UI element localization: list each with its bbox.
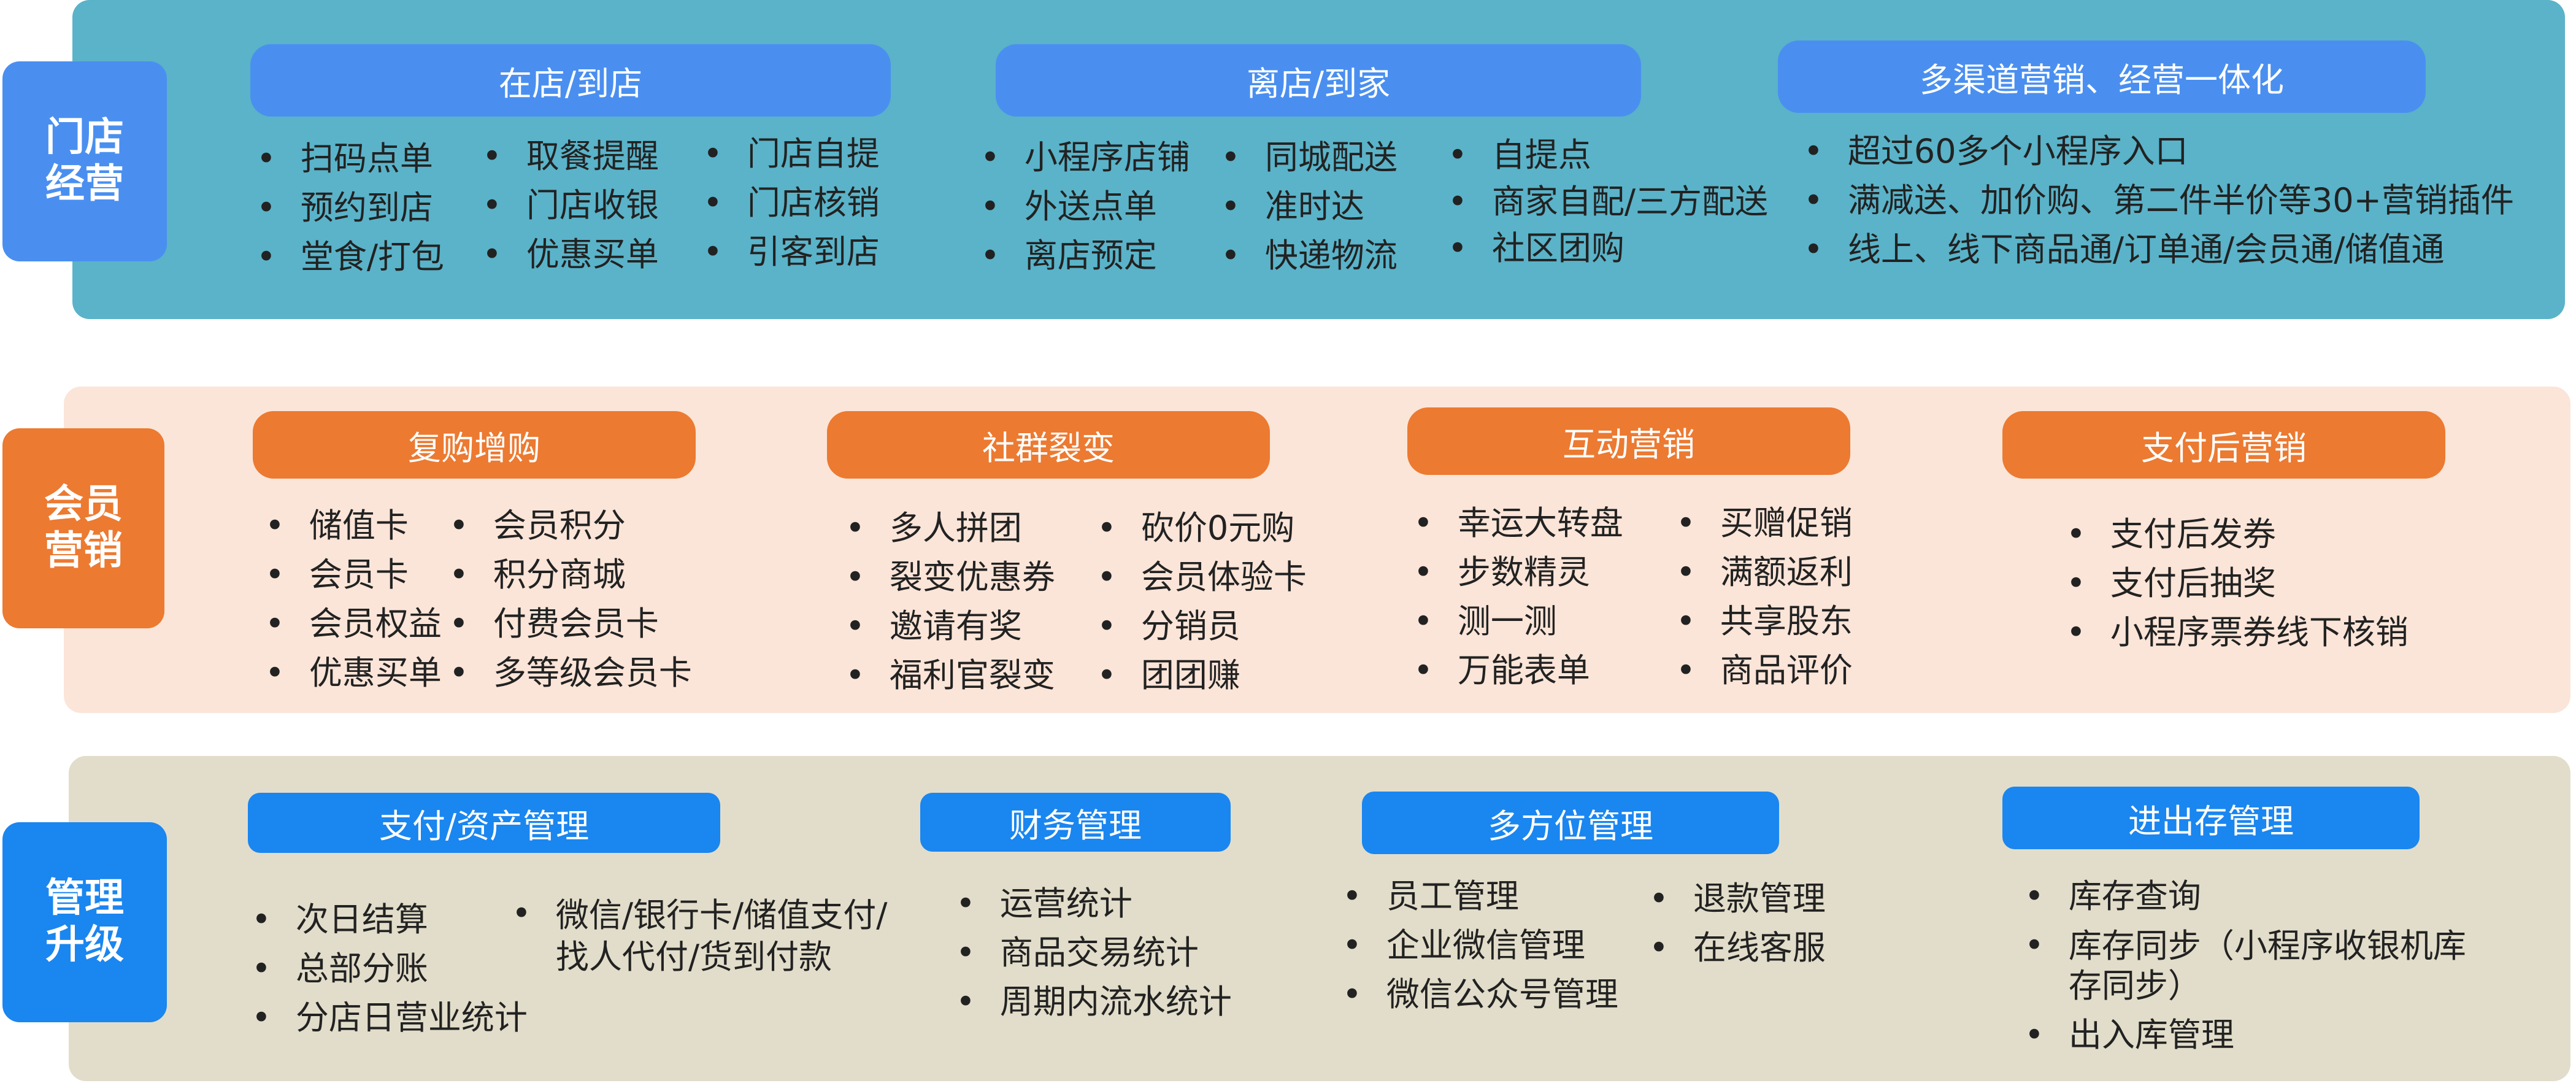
list-item: •微信公众号管理: [1342, 975, 1618, 1014]
list-item: •运营统计: [956, 884, 1132, 923]
list-item: •预约到店: [256, 188, 433, 227]
list-item: •企业微信管理: [1342, 926, 1585, 965]
list-item: •步数精灵: [1413, 553, 1590, 592]
list-item: •幸运大转盘: [1413, 504, 1623, 542]
list-item: •商品交易统计: [956, 933, 1199, 972]
list-item: •多人拼团: [845, 509, 1022, 547]
list-item: •准时达: [1221, 187, 1364, 226]
row-label-line2: 经营: [45, 161, 124, 207]
section-title-in-store: 在店/到店: [250, 44, 891, 117]
section-title-multichannel: 多渠道营销、经营一体化: [1778, 40, 2426, 113]
row-label-line1: 管理: [45, 876, 124, 922]
list-item: •引客到店: [703, 233, 880, 271]
list-item: •员工管理: [1342, 877, 1519, 915]
list-item: •退款管理: [1649, 879, 1826, 918]
row-label-line1: 会员: [44, 482, 123, 528]
list-item: •万能表单: [1413, 651, 1590, 690]
list-item: •付费会员卡: [449, 604, 659, 643]
list-item: •共享股东: [1676, 602, 1853, 641]
list-item: •次日结算: [252, 900, 428, 939]
list-item: •超过60多个小程序入口: [1804, 132, 2188, 171]
list-item: •团团赚: [1097, 656, 1240, 695]
list-item: •买赠促销: [1676, 504, 1853, 542]
section-title-off-store: 离店/到家: [996, 44, 1641, 117]
list-item: •总部分账: [252, 949, 428, 988]
list-item: •门店核销: [703, 183, 880, 222]
list-item: •小程序票券线下核销: [2066, 613, 2409, 652]
list-item: •自提点: [1448, 136, 1591, 174]
list-item: •满减送、加价购、第二件半价等30+营销插件: [1804, 181, 2514, 220]
list-item: •会员卡: [265, 555, 409, 594]
section-title-post-payment: 支付后营销: [2002, 411, 2445, 479]
list-item: •裂变优惠券: [845, 558, 1055, 596]
list-item: •优惠买单: [265, 653, 442, 692]
section-title-multi-management: 多方位管理: [1362, 792, 1779, 854]
list-item: • 库存同步（小程序收银机库存同步）: [2024, 926, 2466, 1005]
list-item: •离店预定: [980, 236, 1157, 275]
list-item: •快递物流: [1221, 236, 1398, 275]
list-item: •堂食/打包: [256, 237, 445, 276]
row-label-line1: 门店: [45, 115, 124, 161]
list-item: •商品评价: [1676, 651, 1853, 690]
section-title-interactive-marketing: 互动营销: [1407, 407, 1850, 475]
list-item: •会员体验卡: [1097, 558, 1307, 596]
list-item: •周期内流水统计: [956, 982, 1232, 1021]
section-title-inventory: 进出存管理: [2002, 787, 2420, 849]
section-title-finance: 财务管理: [920, 793, 1231, 852]
section-title-repurchase: 复购增购: [253, 411, 696, 479]
list-item: •小程序店铺: [980, 138, 1190, 177]
list-item: • 微信/银行卡/储值支付/找人代付/货到付款: [512, 894, 888, 976]
list-item: •分销员: [1097, 607, 1240, 646]
row-label-store-operations: 门店 经营: [2, 61, 167, 261]
list-item: •满额返利: [1676, 553, 1853, 592]
list-item: •积分商城: [449, 555, 626, 594]
list-item: •优惠买单: [482, 235, 659, 274]
list-item: •社区团购: [1448, 229, 1624, 268]
list-item: •测一测: [1413, 602, 1557, 641]
list-item: •同城配送: [1221, 138, 1398, 177]
list-item: •会员权益: [265, 604, 442, 643]
row-label-member-marketing: 会员 营销: [2, 428, 164, 628]
list-item: •邀请有奖: [845, 607, 1022, 646]
section-title-social-fission: 社群裂变: [827, 411, 1270, 479]
list-item: •储值卡: [265, 506, 409, 545]
list-item: •线上、线下商品通/订单通/会员通/储值通: [1804, 230, 2445, 269]
list-item: •取餐提醒: [482, 137, 659, 175]
list-item: •福利官裂变: [845, 656, 1055, 695]
list-item: •库存查询: [2024, 877, 2201, 915]
list-item: •扫码点单: [256, 139, 433, 178]
list-item: •出入库管理: [2024, 1016, 2234, 1054]
list-item: •商家自配/三方配送: [1448, 182, 1769, 221]
list-item: •会员积分: [449, 506, 626, 545]
section-title-payment-assets: 支付/资产管理: [248, 793, 720, 853]
list-item: •门店收银: [482, 186, 659, 225]
list-item: •支付后抽奖: [2066, 564, 2276, 603]
row-label-line2: 升级: [45, 922, 124, 968]
list-item: •在线客服: [1649, 928, 1826, 967]
row-label-line2: 营销: [44, 528, 123, 574]
list-item: •多等级会员卡: [449, 653, 692, 692]
list-item: •门店自提: [703, 134, 880, 173]
list-item: •外送点单: [980, 187, 1157, 226]
list-item: •砍价0元购: [1097, 509, 1295, 547]
list-item: •分店日营业统计: [252, 998, 528, 1037]
row-label-management: 管理 升级: [2, 822, 167, 1022]
list-item: •支付后发券: [2066, 515, 2276, 553]
